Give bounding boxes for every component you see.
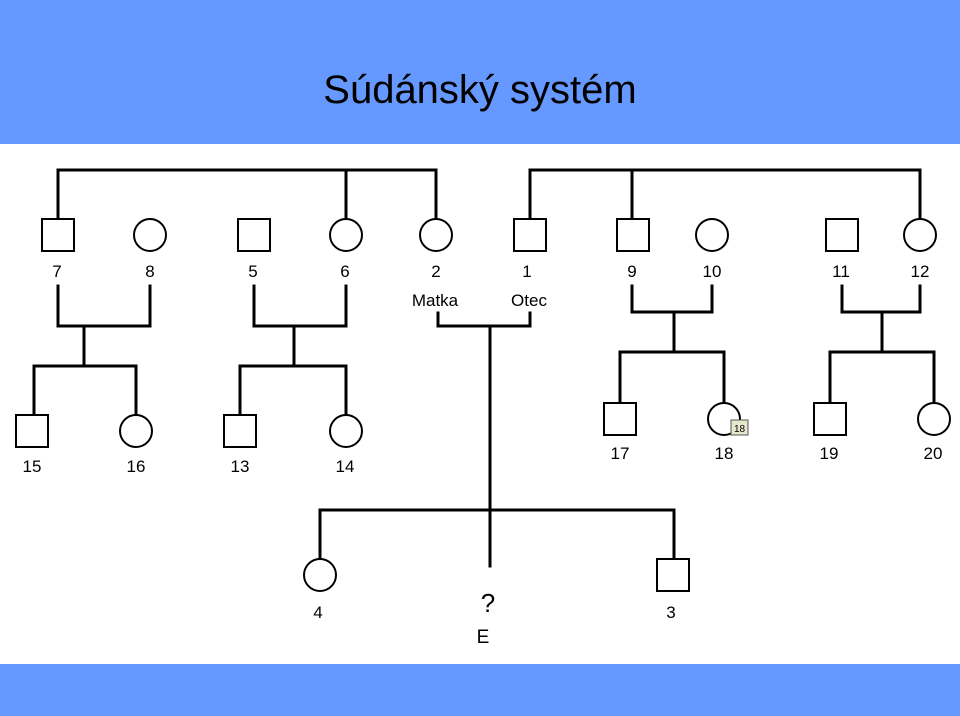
person-11: 11 bbox=[825, 218, 859, 281]
connector-lines bbox=[32, 168, 936, 568]
male-symbol bbox=[513, 218, 547, 252]
marriage-11-12 bbox=[828, 284, 936, 404]
person-label: 4 bbox=[313, 603, 322, 622]
person-9: 9 bbox=[616, 218, 650, 281]
person-16: 16 bbox=[119, 414, 153, 476]
person-19: 19 bbox=[813, 402, 847, 463]
female-symbol bbox=[119, 414, 153, 448]
person-label: 2 bbox=[431, 262, 440, 281]
male-symbol bbox=[603, 402, 637, 436]
person-5: 5 bbox=[237, 218, 271, 281]
female-symbol bbox=[903, 218, 937, 252]
marriage-9-10 bbox=[618, 284, 726, 404]
female-symbol bbox=[329, 218, 363, 252]
marriage-2-1 bbox=[318, 311, 676, 568]
male-symbol bbox=[41, 218, 75, 252]
sibling-line-left bbox=[56, 168, 438, 220]
person-3: 3 bbox=[656, 558, 690, 622]
person-8: 8 bbox=[133, 218, 167, 281]
person-label: 14 bbox=[336, 457, 355, 476]
note-badge bbox=[730, 419, 749, 436]
female-symbol bbox=[419, 218, 453, 252]
female-symbol bbox=[917, 402, 951, 436]
person-label: 20 bbox=[924, 444, 943, 463]
marriage-7-8 bbox=[32, 284, 152, 416]
person-label: 17 bbox=[611, 444, 630, 463]
person-12: 12 bbox=[903, 218, 937, 281]
person-label: 12 bbox=[911, 262, 930, 281]
note-badge-label: 18 bbox=[734, 424, 746, 435]
male-symbol bbox=[237, 218, 271, 252]
female-symbol bbox=[133, 218, 167, 252]
person-6: 6 bbox=[329, 218, 363, 281]
person-15: 15 bbox=[15, 414, 49, 476]
person-20: 20 bbox=[917, 402, 951, 463]
male-symbol bbox=[223, 414, 257, 448]
marriage-5-6 bbox=[238, 284, 348, 416]
person-label: 15 bbox=[23, 457, 42, 476]
ego: ? E bbox=[477, 588, 496, 648]
person-14: 14 bbox=[329, 414, 363, 476]
sibling-line-right bbox=[528, 168, 922, 220]
role-label: Matka bbox=[412, 291, 459, 310]
person-label: 9 bbox=[627, 262, 636, 281]
person-17: 17 bbox=[603, 402, 637, 463]
person-4: 4 bbox=[303, 558, 337, 622]
male-symbol bbox=[825, 218, 859, 252]
person-label: 10 bbox=[703, 262, 722, 281]
male-symbol bbox=[813, 402, 847, 436]
person-label: 6 bbox=[340, 262, 349, 281]
slide-title: Súdánský systém bbox=[323, 68, 637, 112]
header-band bbox=[0, 0, 960, 144]
female-symbol bbox=[303, 558, 337, 592]
person-label: 1 bbox=[522, 262, 531, 281]
female-symbol bbox=[695, 218, 729, 252]
person-label: 13 bbox=[231, 457, 250, 476]
person-label: 7 bbox=[52, 262, 61, 281]
ego-question-mark: ? bbox=[481, 588, 495, 618]
person-label: 16 bbox=[127, 457, 146, 476]
person-label: 11 bbox=[832, 262, 850, 281]
person-label: 3 bbox=[666, 603, 675, 622]
male-symbol bbox=[616, 218, 650, 252]
ego-label: E bbox=[477, 627, 490, 648]
footer-band bbox=[0, 664, 960, 716]
male-symbol bbox=[656, 558, 690, 592]
person-label: 19 bbox=[820, 444, 839, 463]
person-10: 10 bbox=[695, 218, 729, 281]
female-symbol bbox=[329, 414, 363, 448]
person-label: 18 bbox=[715, 444, 734, 463]
person-7: 7 bbox=[41, 218, 75, 281]
male-symbol bbox=[15, 414, 49, 448]
role-label: Otec bbox=[511, 291, 547, 310]
person-label: 5 bbox=[248, 262, 257, 281]
person-13: 13 bbox=[223, 414, 257, 476]
person-label: 8 bbox=[145, 262, 154, 281]
